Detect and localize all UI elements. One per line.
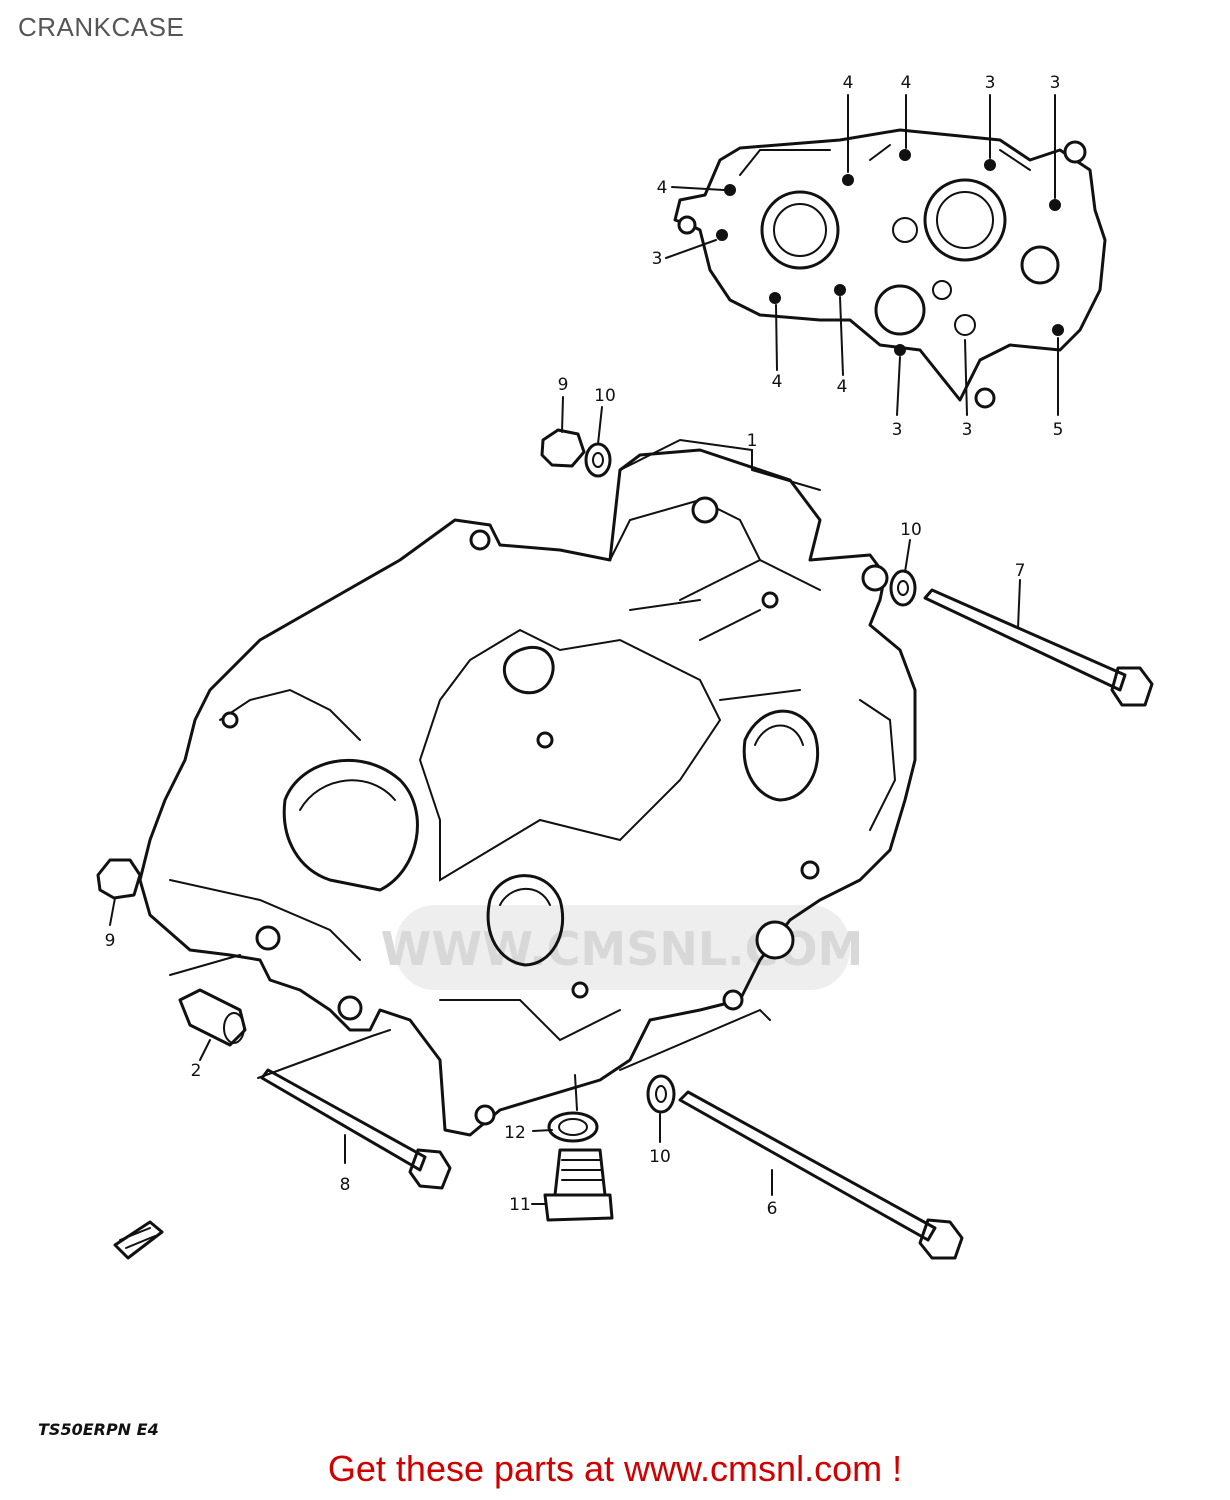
callout-part-10-bottom: 10 xyxy=(649,1147,671,1167)
callout-part-12: 12 xyxy=(504,1123,526,1143)
callout-part-11: 11 xyxy=(509,1195,531,1215)
cta-link[interactable]: Get these parts at www.cmsnl.com ! xyxy=(327,1448,903,1489)
watermark: WWW.CMSNL.COM xyxy=(381,905,863,990)
callout-left-3: 3 xyxy=(652,249,663,269)
callout-part-9-left: 9 xyxy=(105,931,116,951)
callout-part-10-right: 10 xyxy=(900,520,922,540)
callout-bot-3b: 3 xyxy=(962,420,973,440)
callout-top-3b: 3 xyxy=(1050,73,1061,93)
callout-part-10-top: 10 xyxy=(594,386,616,406)
callout-bot-4a: 4 xyxy=(772,372,783,392)
crankcase-half-inset xyxy=(673,128,1107,409)
callout-top-4b: 4 xyxy=(901,73,912,93)
callout-part-8: 8 xyxy=(340,1175,351,1195)
callout-part-1: 1 xyxy=(747,431,758,451)
callout-part-9-top: 9 xyxy=(558,375,569,395)
callout-top-3a: 3 xyxy=(985,73,996,93)
callout-part-7: 7 xyxy=(1015,561,1026,581)
model-code: TS50ERPN E4 xyxy=(38,1420,159,1439)
callout-part-6: 6 xyxy=(767,1199,778,1219)
callout-bot-4b: 4 xyxy=(837,377,848,397)
small-parts xyxy=(96,428,1154,1260)
page-title: CRANKCASE xyxy=(18,12,185,42)
main-leader-lines xyxy=(109,396,1021,1205)
callout-labels: 4 4 3 3 4 3 4 4 3 3 5 9 10 1 10 7 9 2 8 … xyxy=(105,73,1064,1219)
callout-part-2: 2 xyxy=(191,1061,202,1081)
crankcase-assembly xyxy=(138,448,917,1137)
callout-bot-3a: 3 xyxy=(892,420,903,440)
callout-bot-5: 5 xyxy=(1053,420,1064,440)
inset-leader-lines xyxy=(665,94,1059,416)
callout-left-4: 4 xyxy=(657,178,668,198)
callout-top-4a: 4 xyxy=(843,73,854,93)
